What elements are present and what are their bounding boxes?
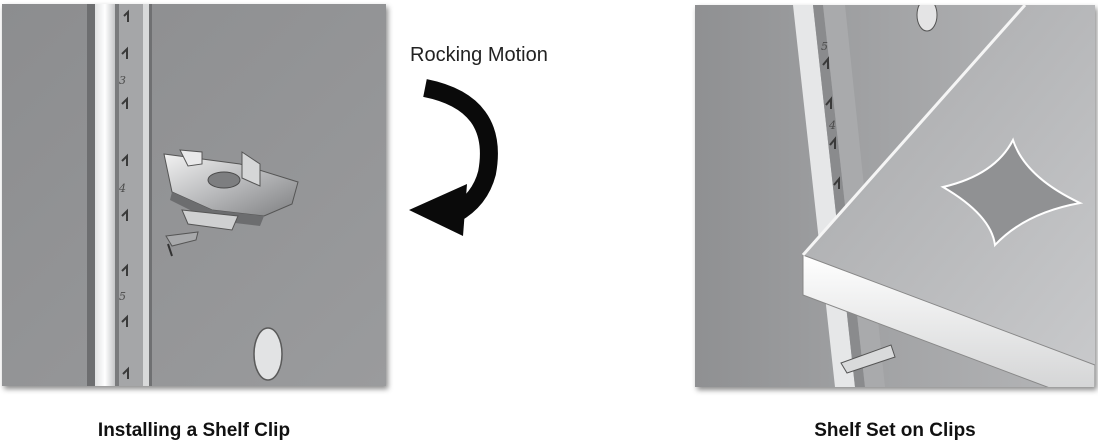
marker-5: 5 <box>119 290 126 303</box>
shelf-clip-install-image: 3 4 5 <box>2 4 386 386</box>
rocking-motion-label: Rocking Motion <box>410 44 548 67</box>
shelf-clip-install-illustration: 3 4 5 <box>2 4 386 386</box>
curved-arrow-icon <box>405 78 505 238</box>
slotted-upright <box>87 4 152 386</box>
round-hole <box>917 5 937 31</box>
marker-4: 4 <box>828 119 836 132</box>
caption-installing-shelf-clip: Installing a Shelf Clip <box>2 420 386 442</box>
marker-3: 3 <box>119 74 126 87</box>
shelf-on-clips-image: 5 4 <box>695 5 1095 387</box>
shelf-on-clips-illustration: 5 4 <box>695 5 1095 387</box>
marker-5: 5 <box>821 40 828 53</box>
caption-shelf-set-on-clips: Shelf Set on Clips <box>695 420 1095 442</box>
marker-4: 4 <box>118 182 126 195</box>
oval-opening <box>254 328 282 380</box>
